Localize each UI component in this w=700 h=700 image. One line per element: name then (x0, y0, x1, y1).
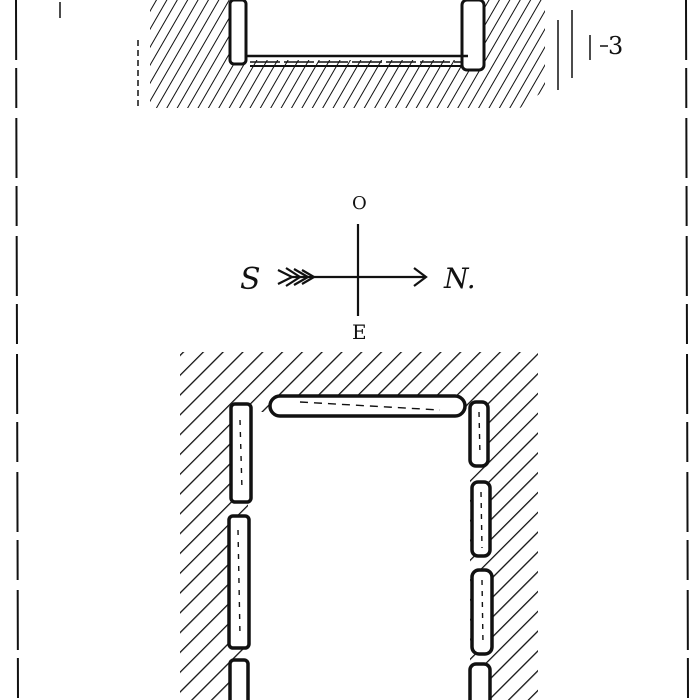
capstone-slab (268, 394, 467, 418)
compass-label-left: S (240, 262, 261, 297)
compass-rose (277, 224, 428, 316)
upper-chamber (59, 0, 608, 110)
left-slab (229, 402, 253, 504)
compass-label-right: N. (444, 262, 476, 295)
lower-chamber (180, 352, 538, 700)
compass-label-top: O (352, 193, 367, 214)
right-slab (468, 662, 492, 700)
right-slab (468, 400, 490, 468)
right-slab (470, 568, 494, 656)
left-slab (228, 658, 250, 700)
compass-label-bottom: E (352, 320, 367, 344)
reference-number: 3 (608, 32, 624, 60)
